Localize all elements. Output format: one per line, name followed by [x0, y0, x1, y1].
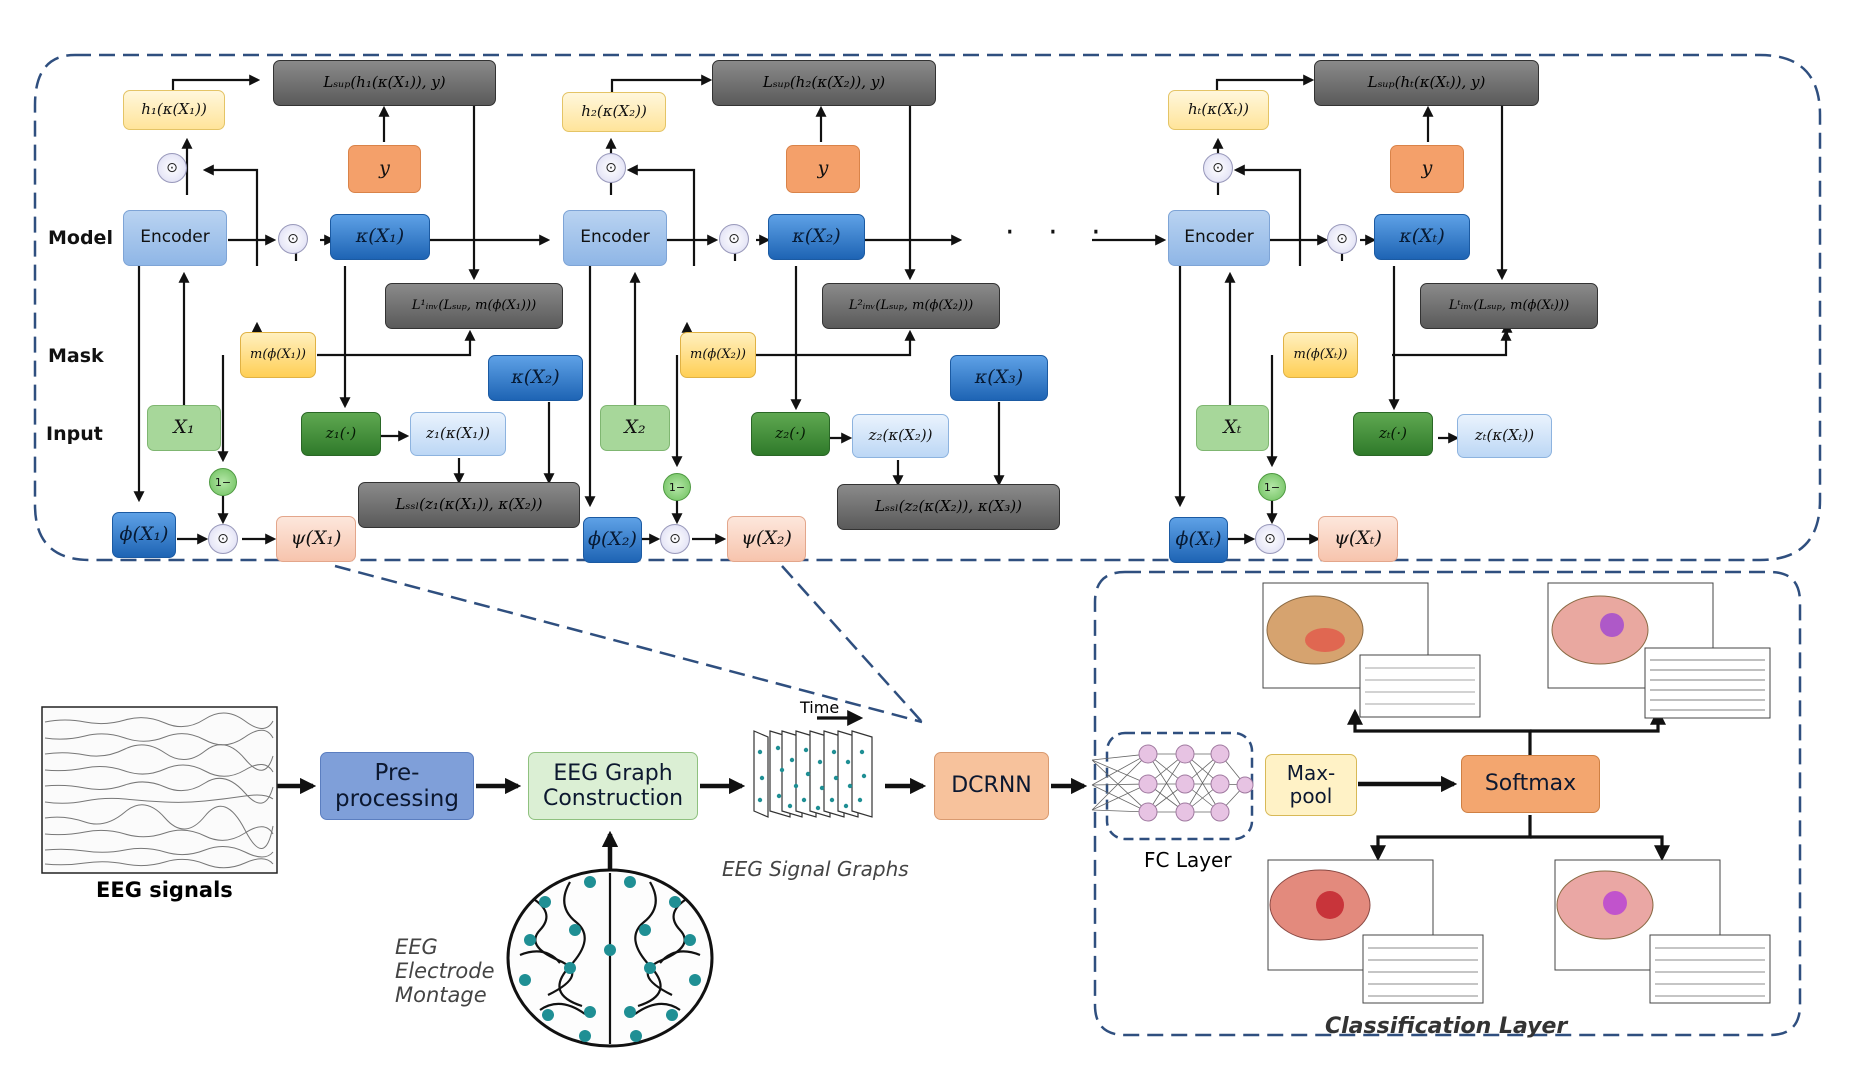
- product-node-kappa-t: ⊙: [1327, 224, 1357, 254]
- projection-z-kappa-2: z₂(κ(X₂)): [852, 414, 949, 458]
- row-label-mask: Mask: [48, 345, 104, 367]
- invariance-loss-t: Lᵗᵢₙᵥ(Lₛᵤₚ, m(ϕ(Xₜ))): [1420, 283, 1598, 329]
- product-node-head-1: ⊙: [157, 153, 187, 183]
- label-y-2: y: [786, 145, 860, 193]
- supervised-loss-2: Lₛᵤₚ(h₂(κ(X₂)), y): [712, 60, 936, 106]
- encoder-t: Encoder: [1168, 210, 1270, 266]
- head-output-1: h₁(κ(X₁)): [123, 90, 225, 130]
- product-node-phi-t: ⊙: [1255, 524, 1285, 554]
- projector-z-1: z₁(·): [301, 412, 381, 456]
- signal-graphs-stack: [753, 730, 873, 818]
- input-x-t: Xₜ: [1196, 405, 1269, 451]
- invariance-loss-2: L²ᵢₙᵥ(Lₛᵤₚ, m(ϕ(X₂))): [822, 283, 1000, 329]
- encoder-2: Encoder: [563, 210, 667, 266]
- label-y-1: y: [348, 145, 421, 193]
- label-y-t: y: [1390, 145, 1464, 193]
- kappa-t: κ(Xₜ): [1374, 214, 1470, 260]
- classification-layer-label: Classification Layer: [1325, 1014, 1568, 1039]
- product-node-kappa-2: ⊙: [719, 224, 749, 254]
- softmax-box: Softmax: [1461, 755, 1600, 813]
- classification-frame: [1093, 570, 1802, 1037]
- row-label-input: Input: [46, 423, 103, 445]
- mask-2: m(ϕ(X₂)): [680, 332, 756, 378]
- projector-z-2: z₂(·): [751, 412, 830, 456]
- maxpool-box: Max- pool: [1265, 754, 1357, 816]
- fc-layer-label: FC Layer: [1144, 848, 1232, 872]
- invariance-loss-1: L¹ᵢₙᵥ(Lₛᵤₚ, m(ϕ(X₁))): [385, 283, 563, 329]
- dcrnn-box: DCRNN: [934, 752, 1049, 820]
- psi-1: ψ(X₁): [276, 516, 356, 562]
- head-output-2: h₂(κ(X₂)): [562, 92, 666, 132]
- zoom-line-right: [781, 565, 923, 723]
- kappa-next-1: κ(X₂): [488, 355, 583, 401]
- one-minus-node-2: 1−: [663, 473, 691, 501]
- top-frame: [33, 53, 1822, 562]
- psi-2: ψ(X₂): [727, 516, 806, 562]
- row-label-model: Model: [48, 227, 113, 249]
- product-node-head-2: ⊙: [596, 153, 626, 183]
- preprocessing-box: Pre- processing: [320, 752, 474, 820]
- phi-t: ϕ(Xₜ): [1169, 517, 1228, 563]
- mask-t: m(ϕ(Xₜ)): [1283, 332, 1358, 378]
- phi-1: ϕ(X₁): [112, 512, 176, 558]
- kappa-2: κ(X₂): [768, 214, 865, 260]
- encoder-1: Encoder: [123, 210, 227, 266]
- kappa-1: κ(X₁): [330, 214, 430, 260]
- head-output-t: hₜ(κ(Xₜ)): [1168, 90, 1269, 130]
- kappa-next-2: κ(X₃): [950, 355, 1048, 401]
- mask-1: m(ϕ(X₁)): [240, 332, 316, 378]
- projector-z-t: zₜ(·): [1353, 412, 1433, 456]
- one-minus-node-t: 1−: [1258, 473, 1286, 501]
- input-x-1: X₁: [147, 405, 221, 451]
- montage-label: EEG Electrode Montage: [395, 935, 495, 1008]
- one-minus-node-1: 1−: [209, 468, 237, 496]
- product-node-phi-2: ⊙: [660, 524, 690, 554]
- time-label: Time: [800, 698, 840, 717]
- projection-z-kappa-1: z₁(κ(X₁)): [410, 412, 506, 456]
- ssl-loss-1: Lₛₛₗ(z₁(κ(X₁)), κ(X₂)): [358, 482, 580, 528]
- supervised-loss-t: Lₛᵤₚ(hₜ(κ(Xₜ)), y): [1314, 60, 1539, 106]
- eeg-signals-label: EEG signals: [96, 878, 233, 902]
- eeg-signals-panel: [41, 706, 278, 874]
- brain-montage: [506, 868, 714, 1048]
- supervised-loss-1: Lₛᵤₚ(h₁(κ(X₁)), y): [273, 60, 496, 106]
- ssl-loss-2: Lₛₛₗ(z₂(κ(X₂)), κ(X₃)): [837, 484, 1060, 530]
- brain-thumbnails: [1262, 582, 1771, 1004]
- stage-ellipsis: · · ·: [1005, 215, 1113, 250]
- fc-layer-graphic: [1091, 731, 1254, 841]
- input-x-2: X₂: [600, 405, 670, 451]
- product-node-head-t: ⊙: [1203, 153, 1233, 183]
- phi-2: ϕ(X₂): [583, 517, 642, 563]
- product-node-kappa-1: ⊙: [278, 224, 308, 254]
- psi-t: ψ(Xₜ): [1318, 516, 1398, 562]
- zoom-line-left: [334, 564, 923, 724]
- projection-z-kappa-t: zₜ(κ(Xₜ)): [1457, 414, 1552, 458]
- graph-construction-box: EEG Graph Construction: [528, 752, 698, 820]
- product-node-phi-1: ⊙: [208, 524, 238, 554]
- signal-graphs-label: EEG Signal Graphs: [722, 857, 909, 881]
